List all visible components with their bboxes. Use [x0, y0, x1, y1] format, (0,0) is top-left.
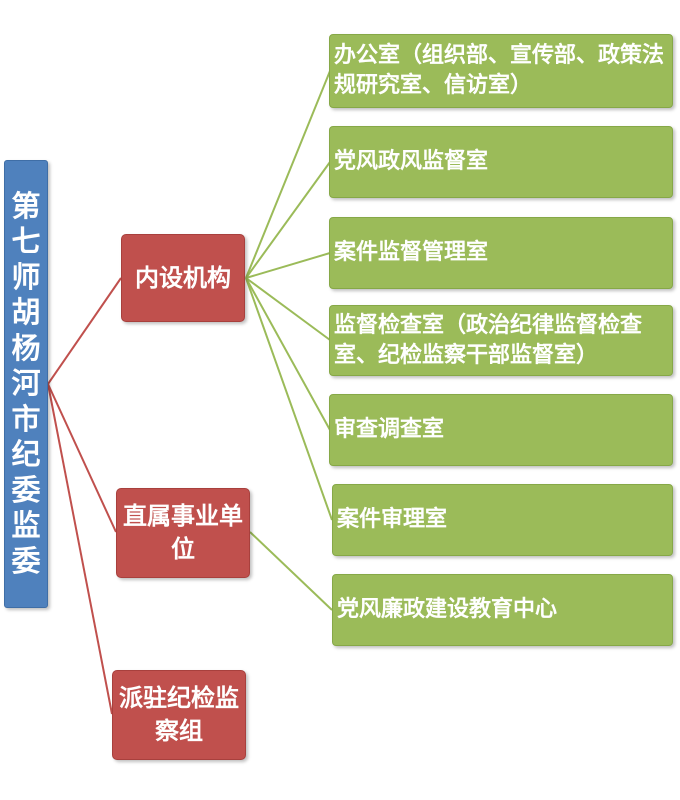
leaf-style-supervision: 党风政风监督室	[329, 126, 673, 198]
leaf-label: 案件监督管理室	[334, 240, 489, 265]
connector-to-leaf-7	[249, 531, 333, 611]
connector-to-leaf-6	[245, 277, 333, 521]
leaf-investigation-office: 审查调查室	[329, 394, 673, 466]
connector-root-to-branch-1	[47, 277, 122, 385]
connector-to-leaf-2	[245, 161, 331, 279]
connector-root-to-branch-3	[47, 383, 113, 715]
connector-to-leaf-3	[245, 252, 331, 279]
leaf-label: 办公室（组织部、宣传部、政策法规研究室、信访室）	[334, 43, 665, 98]
branch-label: 直属事业单位	[123, 502, 243, 563]
leaf-label: 党风政风监督室	[334, 149, 489, 174]
leaf-education-center: 党风廉政建设教育中心	[332, 574, 673, 646]
branch-internal-departments: 内设机构	[121, 234, 245, 322]
branch-affiliated-units: 直属事业单位	[116, 488, 250, 578]
leaf-connectors	[245, 70, 333, 611]
leaf-label: 监督检查室（政治纪律监督检查室、纪检监察干部监督室）	[334, 312, 643, 368]
root-node-label: 第七师胡杨河市纪委监委	[11, 188, 41, 578]
root-node: 第七师胡杨河市纪委监委	[4, 160, 48, 608]
leaf-label: 党风廉政建设教育中心	[337, 597, 558, 622]
connector-to-leaf-4	[245, 277, 331, 341]
branch-label: 内设机构	[135, 263, 231, 292]
connector-to-leaf-5	[245, 277, 331, 431]
leaf-inspection-office: 监督检查室（政治纪律监督检查室、纪检监察干部监督室）	[329, 305, 673, 376]
root-connectors	[47, 277, 122, 715]
leaf-case-review-office: 案件审理室	[332, 484, 673, 556]
leaf-label: 案件审理室	[337, 507, 448, 532]
connector-root-to-branch-2	[47, 383, 117, 533]
branch-label: 派驻纪检监察组	[119, 684, 239, 745]
leaf-label: 审查调查室	[334, 417, 445, 442]
branch-stationed-groups: 派驻纪检监察组	[112, 670, 246, 760]
leaf-case-management: 案件监督管理室	[329, 217, 673, 289]
leaf-office: 办公室（组织部、宣传部、政策法规研究室、信访室）	[329, 34, 673, 108]
connector-to-leaf-1	[245, 70, 331, 279]
